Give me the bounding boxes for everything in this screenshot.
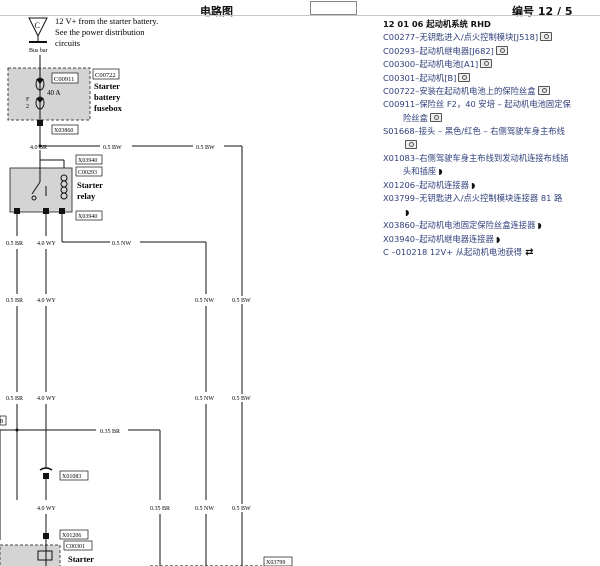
connector-x03799: X03799 bbox=[266, 560, 285, 566]
wire-label-4br: 4.0 BR bbox=[30, 145, 47, 151]
wire-bw-3: 0.5 BW bbox=[232, 298, 251, 304]
legend-item-c00722[interactable]: C00722–安装在起动机电池上的保险丝盒 bbox=[383, 85, 598, 98]
legend-item-x03799[interactable]: X03799–无钥匙进入/点火控制模块连接器 81 路◗ bbox=[383, 192, 598, 219]
legend: 12 01 06 起动机系统 RHD C00277–无钥匙进入/点火控制模块[J… bbox=[383, 18, 598, 259]
legend-item-c00301[interactable]: C00301–起动机[B] bbox=[383, 72, 598, 85]
fusebox-code: C00911 bbox=[54, 76, 74, 83]
wire-035br: 0.35 BR bbox=[100, 429, 120, 435]
wire-wy-2: 4.0 WY bbox=[37, 298, 57, 304]
component-c00301: C00301 bbox=[66, 544, 85, 550]
camera-icon[interactable] bbox=[480, 59, 493, 69]
legend-item-x03860[interactable]: X03860–起动机电池固定保险丝盒连接器◗ bbox=[383, 219, 598, 232]
diagram-title: 电路图 bbox=[200, 5, 233, 18]
relay-switch bbox=[31, 168, 47, 201]
camera-icon[interactable] bbox=[405, 139, 417, 149]
camera-icon[interactable] bbox=[429, 112, 442, 122]
connector-x01083: X01083 bbox=[62, 474, 81, 480]
fuse-number: 2 bbox=[26, 104, 29, 110]
wire-label-bw-2: 0.5 BW bbox=[196, 145, 215, 151]
wire-br-2: 0.5 BR bbox=[6, 298, 23, 304]
wire-br-1: 0.5 BR bbox=[6, 241, 23, 247]
wire-label-bw-1: 0.5 BW bbox=[103, 145, 122, 151]
supply-note-line3: circuits bbox=[55, 38, 80, 48]
legend-item-c00911[interactable]: C00911–保险丝 F2，40 安培 – 起动机电池固定保险丝盒 bbox=[383, 99, 571, 123]
relay-outline bbox=[9, 167, 73, 213]
relay-code: C00293 bbox=[78, 170, 97, 176]
camera-icon[interactable] bbox=[540, 32, 553, 42]
fuse-letter: F bbox=[26, 97, 30, 103]
wire-bw-4: 0.5 BW bbox=[232, 396, 251, 402]
connector-icon[interactable]: ◗ bbox=[471, 180, 476, 190]
fusebox-code-2: C00722 bbox=[95, 72, 116, 79]
connector-icon[interactable]: ◗ bbox=[495, 234, 501, 244]
relay-conn-bottom: X03940 bbox=[78, 214, 97, 220]
legend-item-c00293[interactable]: C00293–起动机继电器[J682] bbox=[383, 45, 598, 58]
connector-x01206: X01206 bbox=[62, 533, 81, 539]
starter-label: Starter bbox=[68, 554, 94, 564]
wire-nw-2: 0.5 NW bbox=[195, 298, 214, 304]
legend-item-010218[interactable]: C –010218 12V+ 从起动机电池获得⇄ bbox=[383, 246, 534, 258]
svg-text:C: C bbox=[35, 21, 40, 30]
connector-icon[interactable]: ◗ bbox=[537, 221, 542, 231]
connector-icon[interactable]: ◗ bbox=[438, 167, 443, 177]
starter-motor-box bbox=[0, 544, 61, 566]
left-edge-label: 8 bbox=[0, 419, 3, 425]
legend-title: 12 01 06 起动机系统 RHD bbox=[383, 19, 491, 29]
connector-x03860: X03860 bbox=[54, 128, 73, 134]
camera-icon[interactable] bbox=[495, 45, 508, 55]
wire-wy-4: 4.0 WY bbox=[37, 506, 57, 512]
page-input-box[interactable] bbox=[310, 1, 357, 15]
page-number: 编号 12 / 5 bbox=[512, 5, 573, 18]
legend-item-s01668[interactable]: S01668–接头 – 黑色/红色 – 右侧驾驶车身主布线 bbox=[383, 125, 598, 152]
supply-symbol: C bbox=[28, 17, 48, 43]
legend-item-c00300[interactable]: C00300–起动机电池[A1] bbox=[383, 58, 598, 71]
wire-035br-2: 0.35 BR bbox=[150, 506, 170, 512]
connector-icon[interactable]: ◗ bbox=[405, 207, 410, 217]
fusebox-name-2: battery bbox=[94, 92, 121, 102]
wire-nw-4: 0.5 NW bbox=[195, 506, 214, 512]
wire-nw-3: 0.5 NW bbox=[195, 396, 214, 402]
header-divider bbox=[0, 15, 600, 16]
relay-coil bbox=[60, 174, 68, 200]
bus-bar-label: Bus bar bbox=[29, 48, 48, 54]
supply-note-line1: 12 V+ from the starter battery. bbox=[55, 16, 158, 26]
fusebox-name-1: Starter bbox=[94, 81, 120, 91]
circuit-diagram: C 12 V+ from the starter battery. See th… bbox=[0, 16, 293, 566]
wire-bw-5: 0.5 BW bbox=[232, 506, 251, 512]
fuse-rating: 40 A bbox=[47, 89, 60, 97]
legend-item-x03940[interactable]: X03940–起动机继电器连接器◗ bbox=[383, 233, 598, 246]
camera-icon[interactable] bbox=[537, 86, 550, 96]
legend-item-x01206[interactable]: X01206–起动机连接器◗ bbox=[383, 179, 598, 192]
wire-nw-1: 0.5 NW bbox=[112, 241, 131, 247]
supply-note-line2: See the power distribution bbox=[55, 27, 145, 37]
arrows-icon[interactable]: ⇄ bbox=[525, 246, 534, 258]
fusebox-name-3: fusebox bbox=[94, 103, 123, 113]
legend-item-c00277[interactable]: C00277–无钥匙进入/点火控制模块[J518] bbox=[383, 31, 598, 44]
relay-name-2: relay bbox=[77, 191, 96, 201]
wire-wy-1: 4.0 WY bbox=[37, 241, 57, 247]
legend-item-x01083[interactable]: X01083–右侧驾驶车身主布线到发动机连接布线插头和插座◗ bbox=[383, 152, 598, 179]
wire-wy-3: 4.0 WY bbox=[37, 396, 57, 402]
relay-conn-top: X03940 bbox=[78, 158, 97, 164]
camera-icon[interactable] bbox=[458, 72, 471, 82]
wire-br-3: 0.5 BR bbox=[6, 396, 23, 402]
fuse-symbol bbox=[35, 68, 45, 120]
relay-name-1: Starter bbox=[77, 180, 103, 190]
